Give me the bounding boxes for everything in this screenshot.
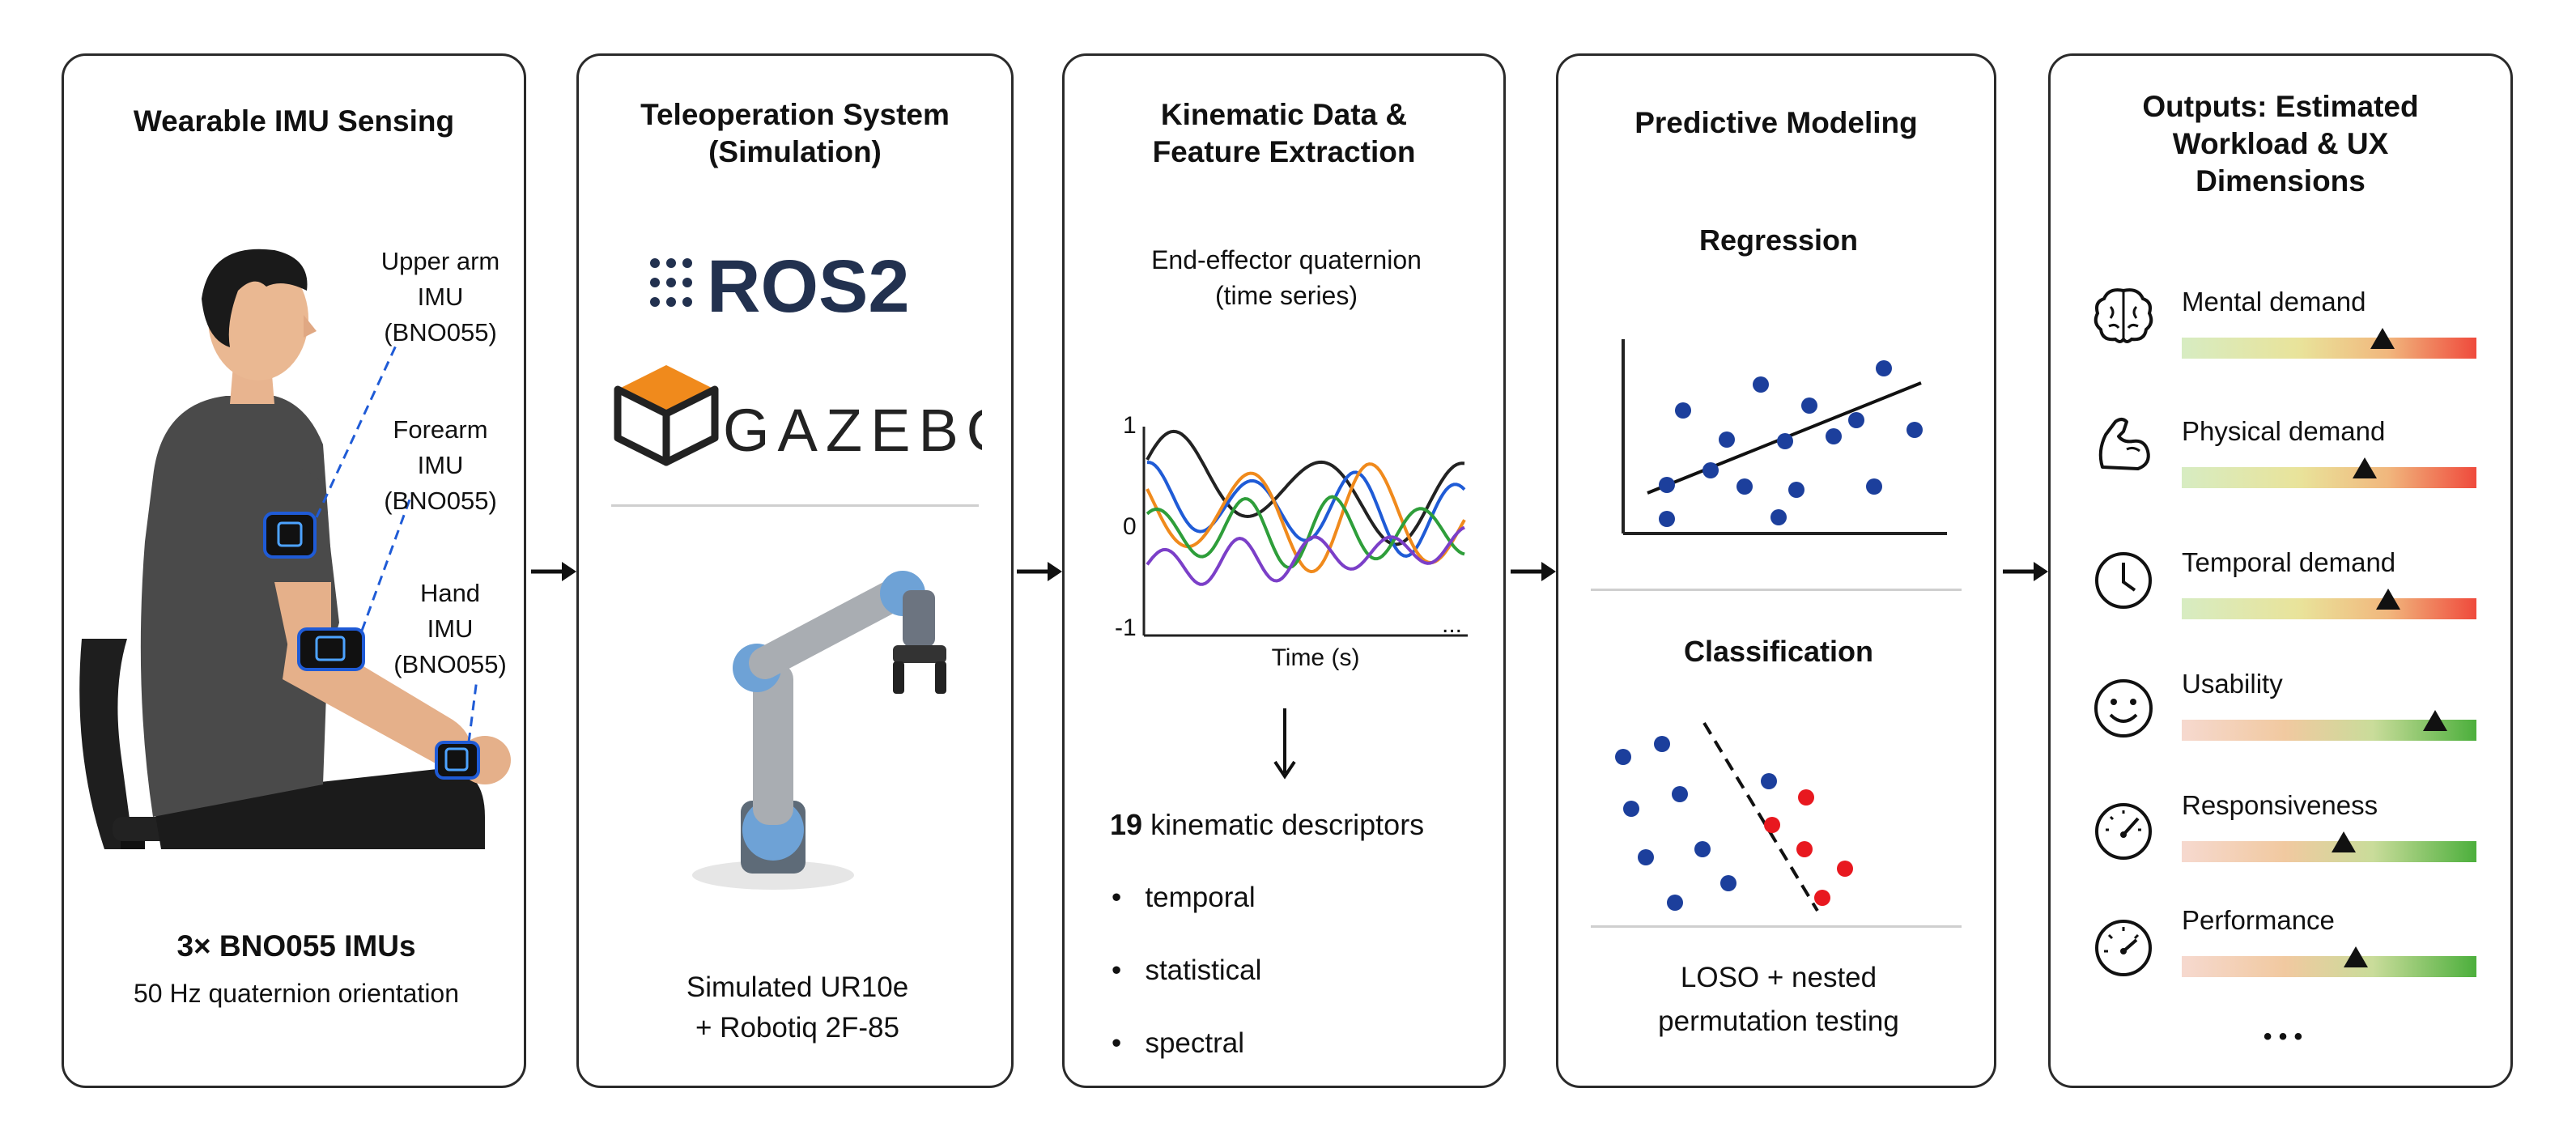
imu-rate: 50 Hz quaternion orientation — [133, 979, 460, 1008]
clock-icon — [2095, 552, 2152, 609]
output-label: Mental demand — [2182, 287, 2366, 317]
level-bar — [2182, 328, 2476, 359]
imu-device-forearm — [297, 627, 365, 671]
level-bar — [2182, 946, 2476, 977]
flow-arrow-3 — [1511, 562, 1556, 581]
panel-imu-sensing: Wearable IMU Sensing — [62, 53, 526, 1088]
level-bar — [2182, 831, 2476, 862]
panel-title: Predictive Modeling — [1634, 106, 1918, 139]
divider — [1591, 925, 1962, 928]
descriptor-count: 19 — [1110, 808, 1143, 841]
classification-scatter-plot — [1615, 721, 1853, 912]
quaternion-series-line — [1146, 429, 1465, 546]
x-axis-label: Time (s) — [1271, 644, 1360, 671]
output-item-responsiveness: Responsiveness — [2051, 776, 2515, 898]
level-marker — [2343, 946, 2368, 967]
quaternion-series-line — [1146, 462, 1466, 574]
panel-title: Teleoperation System(Simulation) — [640, 98, 950, 168]
regression-label: Regression — [1698, 223, 1859, 257]
panel-title: Wearable IMU Sensing — [133, 104, 455, 138]
robot-caption: Simulated UR10e+ Robotiq 2F-85 — [686, 971, 909, 1044]
brain-icon — [2094, 288, 2153, 343]
divider — [1591, 589, 1962, 591]
down-arrow-icon — [1273, 708, 1296, 780]
bullet-item: • temporal — [1112, 882, 1256, 913]
bullet-item: • spectral — [1112, 1027, 1244, 1059]
imu-device-upper-arm — [263, 512, 317, 559]
level-marker — [2370, 328, 2395, 349]
level-marker — [2375, 589, 2400, 610]
classification-label: Classification — [1683, 635, 1874, 668]
quaternion-series-line — [1146, 525, 1465, 586]
robot-arm-illustration — [692, 571, 946, 890]
level-marker — [2332, 831, 2357, 852]
smiley-icon — [2094, 679, 2153, 738]
panel-predictive-modeling: Predictive Modeling Regression — [1556, 53, 1996, 1088]
seated-person-illustration — [79, 249, 511, 849]
flow-arrow-4 — [2003, 562, 2048, 581]
output-item-performance: Performance — [2051, 895, 2515, 1016]
more-items-ellipsis: • • • — [2263, 1023, 2303, 1050]
plot-caption: End-effector quaternion(time series) — [1151, 245, 1422, 310]
level-bar — [2182, 589, 2476, 619]
output-label: Temporal demand — [2182, 547, 2396, 577]
bullet-item: • statistical — [1112, 954, 1262, 986]
quaternion-line-chart: 1 0 -1 ... — [1115, 412, 1468, 637]
y-tick-label: 1 — [1123, 412, 1137, 439]
ros2-logo-text: ROS2 — [707, 247, 910, 328]
output-label: Performance — [2182, 905, 2335, 935]
output-label: Usability — [2182, 669, 2283, 699]
panel-title: Kinematic Data &Feature Extraction — [1152, 98, 1416, 168]
panel-kinematic-features: Kinematic Data &Feature Extraction End-e… — [1062, 53, 1506, 1088]
level-bar — [2182, 710, 2476, 741]
arm-muscle-icon — [2098, 418, 2150, 470]
descriptor-text: kinematic descriptors — [1150, 808, 1425, 841]
output-item-physical-demand: Physical demand — [2051, 397, 2515, 519]
output-item-usability: Usability — [2051, 655, 2515, 776]
flow-arrow-1 — [531, 562, 576, 581]
level-marker — [2352, 457, 2377, 478]
imu-count: 3× BNO055 IMUs — [176, 929, 416, 963]
output-item-temporal-demand: Temporal demand — [2051, 533, 2515, 655]
gauge-icon — [2095, 920, 2152, 976]
descriptor-summary: 19 kinematic descriptors — [1110, 807, 1424, 843]
ros2-logo: ROS2 — [650, 247, 910, 328]
y-tick-label: -1 — [1115, 614, 1137, 637]
gazebo-logo: GAZEBO — [614, 365, 982, 466]
x-axis-more: ... — [1442, 611, 1462, 637]
y-tick-label: 0 — [1123, 513, 1137, 540]
decision-boundary — [1702, 721, 1819, 912]
gazebo-logo-text: GAZEBO — [723, 397, 982, 464]
level-bar — [2182, 457, 2476, 488]
regression-scatter-plot — [1622, 339, 1947, 535]
imu-device-hand — [435, 741, 480, 780]
output-label: Physical demand — [2182, 416, 2386, 446]
speedometer-icon — [2095, 803, 2152, 860]
flow-arrow-2 — [1017, 562, 1062, 581]
output-item-mental-demand: Mental demand — [2051, 268, 2515, 389]
divider — [611, 504, 979, 507]
level-marker — [2423, 710, 2448, 731]
output-label: Responsiveness — [2182, 790, 2378, 820]
panel-teleoperation: Teleoperation System(Simulation) ROS2 GA… — [576, 53, 1014, 1088]
